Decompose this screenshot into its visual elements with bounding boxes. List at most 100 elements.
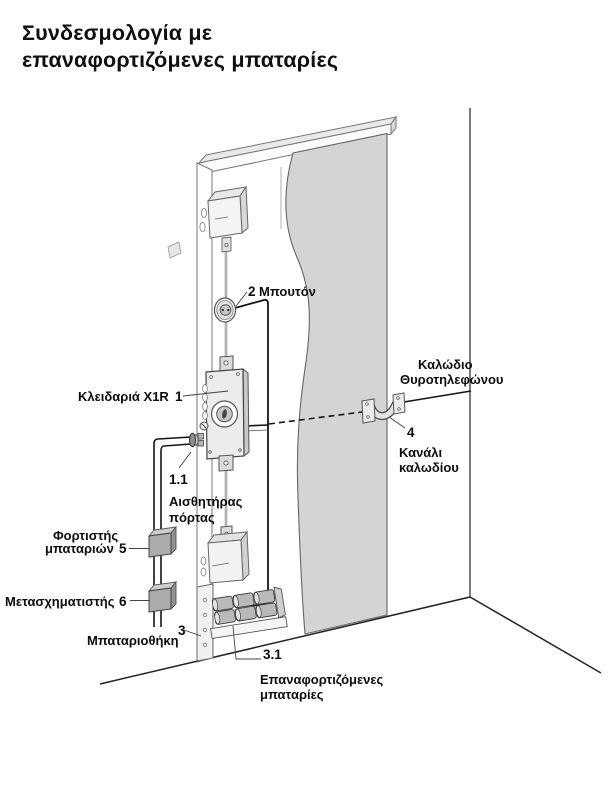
channel-plate-right <box>392 392 406 415</box>
channel-screw-2 <box>366 415 370 419</box>
doorphone-cable-dashed <box>268 411 363 425</box>
label-sensor-number: 1.1 <box>169 472 188 487</box>
battery-charger-box <box>147 525 178 558</box>
battery-holder-plate <box>196 583 214 662</box>
leader-lock <box>182 390 229 397</box>
sensor-wire-1 <box>153 436 192 627</box>
floor-line-left <box>99 596 471 685</box>
battery-cell-end <box>232 595 239 608</box>
button-dot-2 <box>227 308 230 312</box>
plate-hole-1 <box>202 597 208 603</box>
stile-screw-slot <box>201 423 207 429</box>
battery-cell-end <box>255 605 262 618</box>
stile-holes-mid <box>199 384 209 431</box>
battery-cell-end <box>214 611 221 625</box>
sensor-wire-2 <box>160 443 192 627</box>
lock-screw-4 <box>238 448 242 452</box>
plate-hole-3 <box>202 627 208 633</box>
label-holder-number: 3 <box>178 623 186 638</box>
lock-body <box>205 367 250 460</box>
sensor-cap <box>189 432 196 448</box>
label-batteries-line1: Επαναφορτιζόμενες <box>260 672 384 687</box>
label-lock: Κλειδαριά X1R <box>78 389 169 404</box>
label-channel-line2: καλωδίου <box>399 460 459 475</box>
channel-screw-4 <box>397 407 401 411</box>
label-charger-number: 5 <box>119 541 127 556</box>
leader-lines <box>129 291 406 660</box>
label-doorphone-line2: Θυροτηλεφώνου <box>400 372 504 387</box>
bottom-box-detail <box>211 562 230 567</box>
battery-cells <box>211 589 278 625</box>
label-button: Μπουτόν <box>259 284 316 299</box>
leader-button <box>235 291 248 307</box>
plate-hole-2 <box>202 612 208 618</box>
leader-holder <box>183 629 202 637</box>
lock-keyhole <box>222 409 227 419</box>
label-charger-line1: Φορτιστής <box>53 528 118 543</box>
door-sensor <box>189 432 204 448</box>
label-batteries-line2: μπαταρίες <box>260 687 324 702</box>
transformer-front-face <box>148 587 172 613</box>
stile-hole-5 <box>202 402 208 411</box>
lock-screw-1 <box>209 375 213 379</box>
channel-screw-3 <box>396 396 400 400</box>
button-face <box>219 304 232 316</box>
label-doorphone-line1: Καλώδιο <box>418 357 473 372</box>
top-box-front-face <box>207 195 243 239</box>
label-holder: Μπαταριοθήκη <box>87 633 179 648</box>
page-title-line2: επαναφορτιζόμενες μπαταρίες <box>22 48 339 72</box>
page-title-line1: Συνδεσμολογία με <box>22 21 213 45</box>
battery-tray-lip <box>210 616 288 639</box>
wall-cutaway <box>285 132 388 635</box>
label-transformer-number: 6 <box>119 594 127 609</box>
leader-batteries <box>232 625 261 660</box>
battery-cell-end <box>253 592 260 605</box>
label-charger-line2: μπαταριών <box>45 541 114 556</box>
transformer-box <box>147 580 178 613</box>
leader-channel <box>388 416 406 429</box>
top-box-connector-pin <box>224 242 229 247</box>
lock-screw-2 <box>236 372 240 376</box>
label-button-number: 2 <box>248 284 256 299</box>
stile-hole-6 <box>202 411 208 420</box>
floor-line-right <box>469 596 602 674</box>
battery-cell-end <box>235 608 241 622</box>
label-channel-line1: Κανάλι <box>399 445 443 460</box>
sensor-nut-2 <box>197 440 204 447</box>
bracket-above-lock-roller <box>223 360 229 366</box>
top-box-detail <box>214 216 229 220</box>
label-sensor-line1: Αισθητήρας <box>169 494 243 509</box>
bracket-below-lock-roller <box>223 460 229 466</box>
bottom-box-front-face <box>207 539 244 584</box>
stile-hole-3 <box>202 384 208 393</box>
doorphone-cable-out <box>403 390 472 403</box>
stile-hole-7 <box>200 556 207 566</box>
page-title: Συνδεσμολογία με επαναφορτιζόμενες μπατα… <box>22 20 338 74</box>
channel-plate-left <box>361 398 376 424</box>
battery-tray-cap <box>273 586 286 619</box>
hinge-plate <box>167 241 182 259</box>
lock-screw-3 <box>208 450 212 454</box>
stile-hole-1 <box>200 207 208 219</box>
label-lock-number: 1 <box>175 389 183 404</box>
label-sensor-line2: πόρτας <box>169 510 215 525</box>
sensor-nut-1 <box>197 433 204 440</box>
label-channel-number: 4 <box>407 425 415 440</box>
stile-hole-8 <box>200 567 207 577</box>
stile-hole-4 <box>202 393 208 402</box>
plate-hole-4 <box>202 642 208 648</box>
leader-sensor <box>178 451 192 469</box>
channel-screw-1 <box>365 402 369 406</box>
label-transformer: Μετασχηματιστής <box>5 594 115 609</box>
label-batteries-number: 3.1 <box>263 647 282 662</box>
battery-cell-end <box>212 598 219 611</box>
charger-front-face <box>148 532 172 558</box>
stile-hole-2 <box>199 221 206 233</box>
button-dot-1 <box>221 308 224 312</box>
cable-channel <box>361 392 406 424</box>
battery-pack <box>210 586 288 639</box>
bottom-bolt-box <box>206 530 250 584</box>
top-bolt-box <box>206 185 249 253</box>
